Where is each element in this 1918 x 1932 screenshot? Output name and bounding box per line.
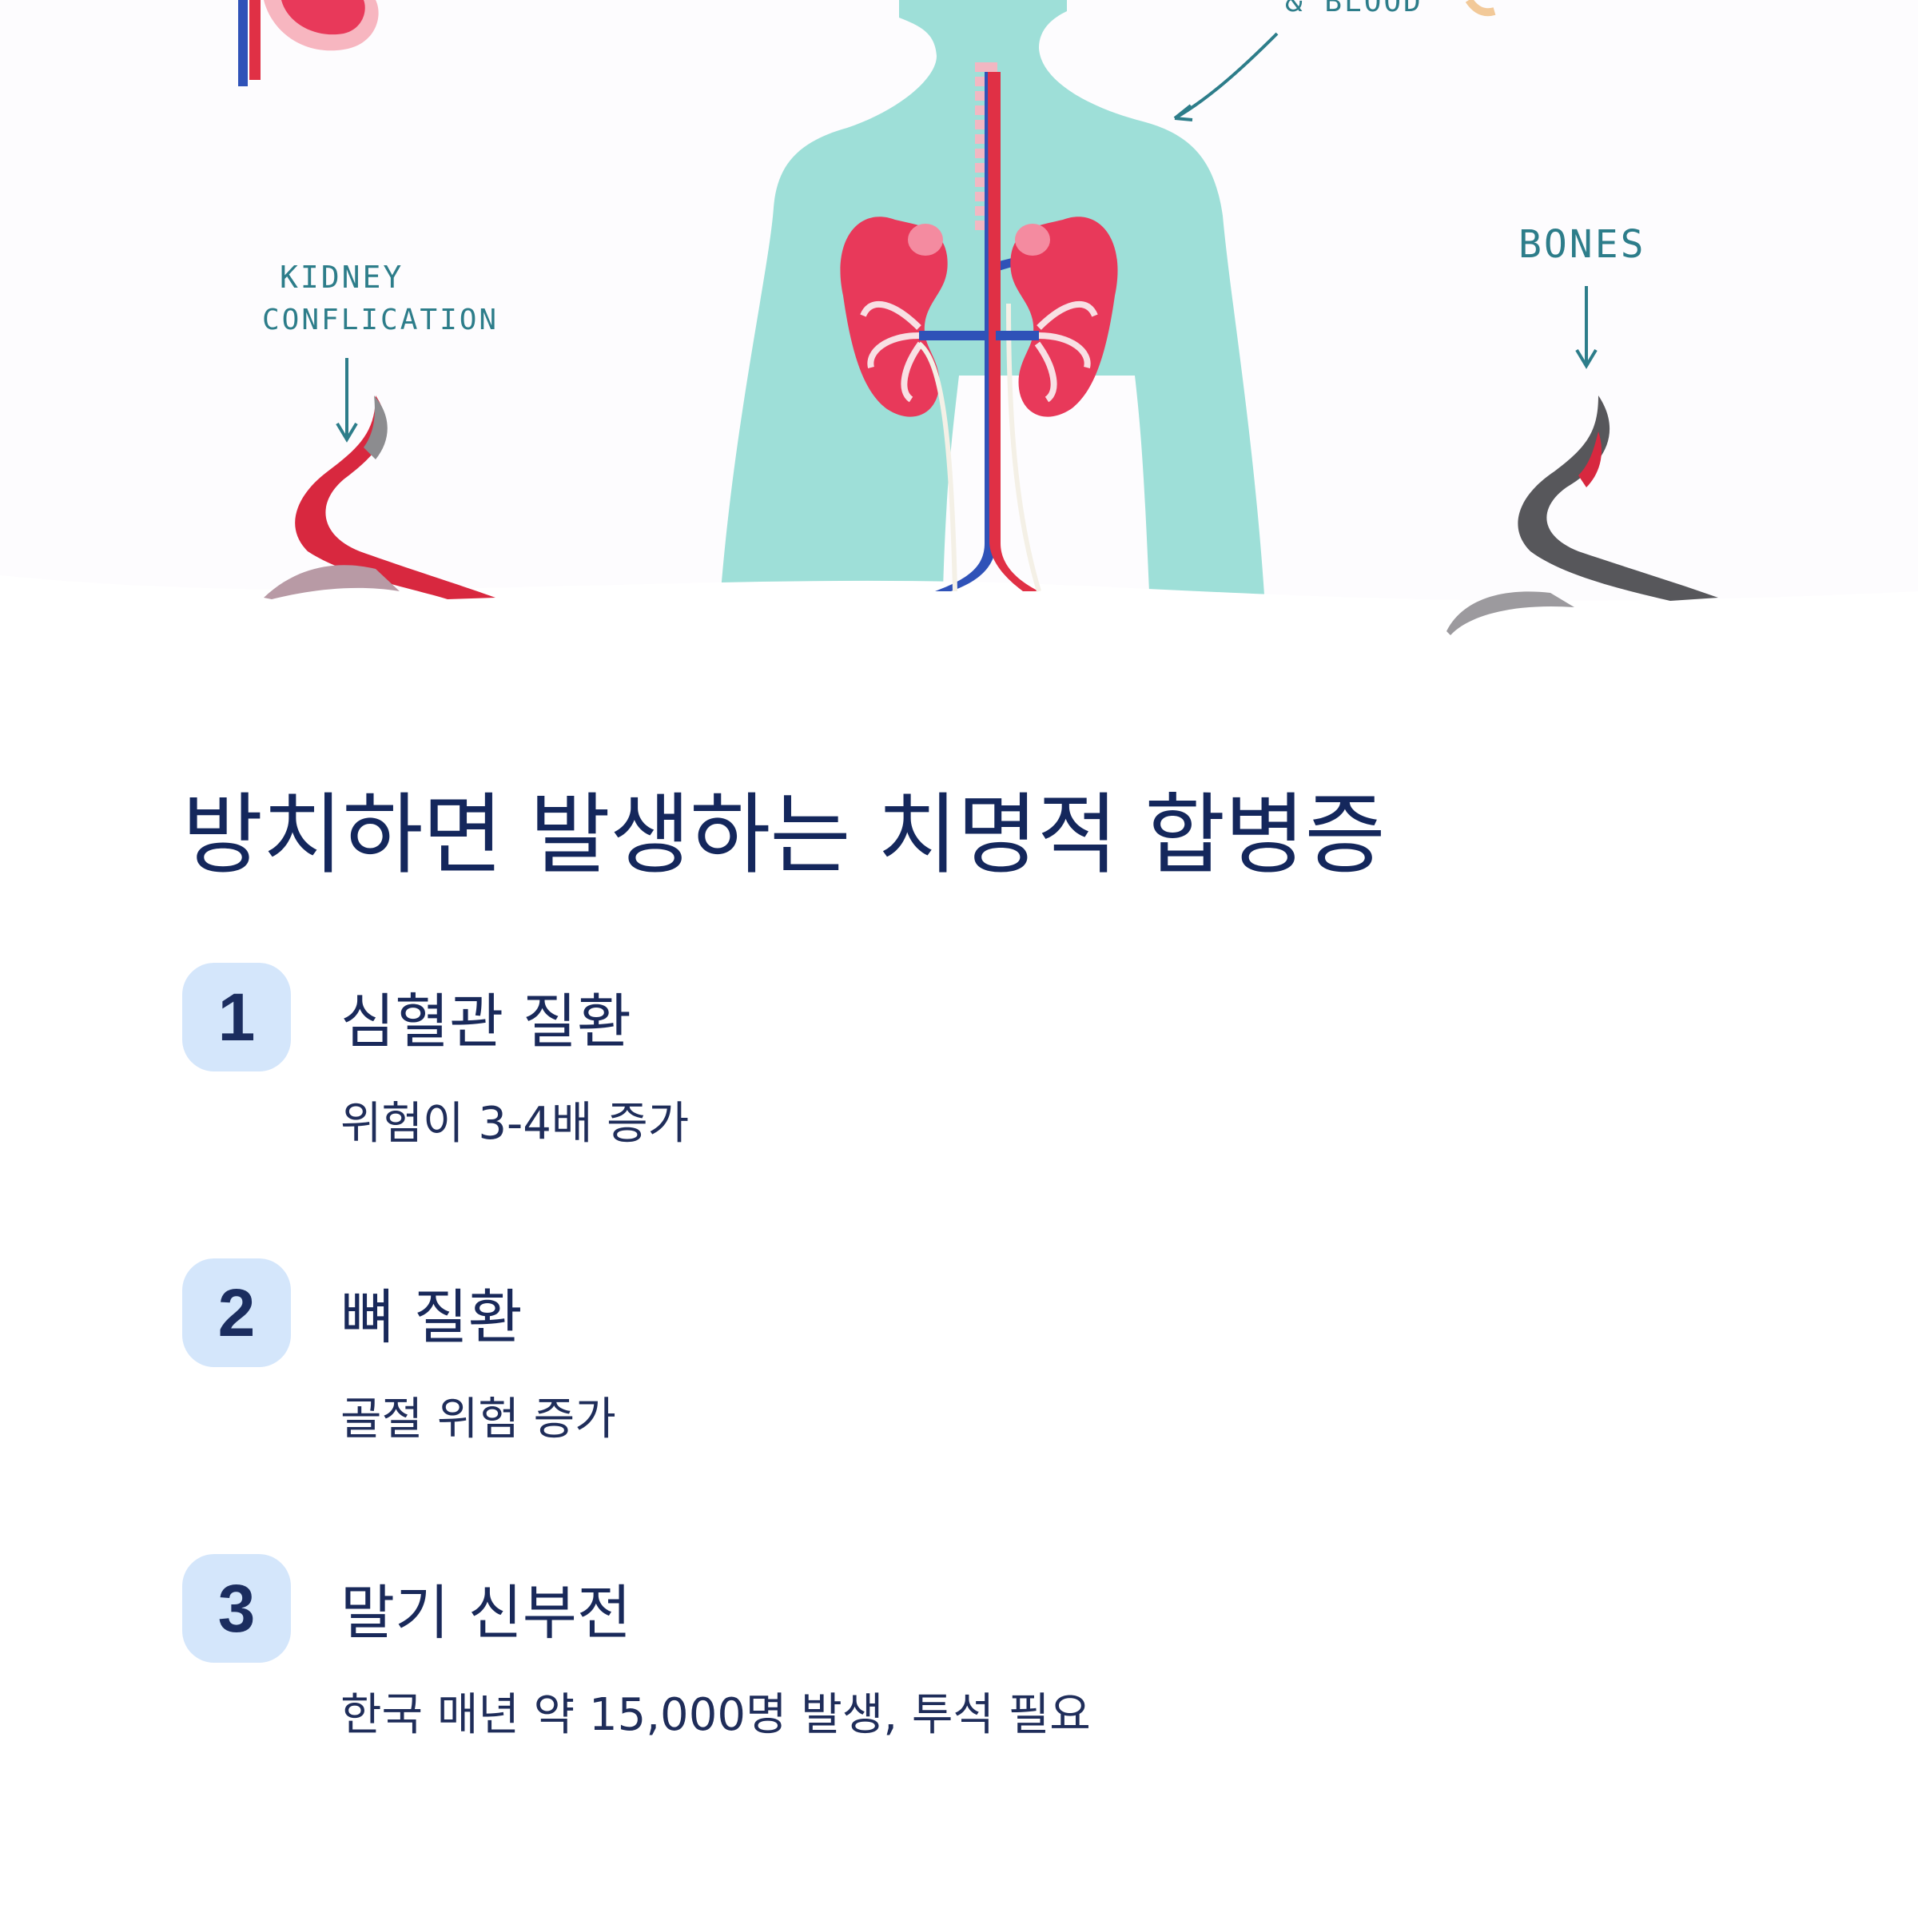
kidney-complications-illustration: & BLOOD KIDNEY CONFLICATION BONES bbox=[0, 0, 1918, 639]
number-badge: 2 bbox=[182, 1258, 291, 1367]
right-kidney bbox=[996, 217, 1118, 417]
spine-and-vessels bbox=[935, 62, 1043, 592]
kidney-vessel-curve bbox=[264, 396, 495, 599]
number-badge: 1 bbox=[182, 963, 291, 1071]
bone-curve bbox=[1446, 396, 1718, 635]
blood-label: & BLOOD bbox=[1285, 0, 1423, 18]
kidney-label-line1: KIDNEY bbox=[280, 260, 404, 295]
hero-illustration: & BLOOD KIDNEY CONFLICATION BONES bbox=[0, 0, 1918, 639]
left-kidney bbox=[840, 217, 985, 592]
page-title: 방치하면 발생하는 치명적 합병증 bbox=[182, 784, 1386, 886]
item-title: 심혈관 질환 bbox=[340, 988, 631, 1056]
number-badge: 3 bbox=[182, 1554, 291, 1663]
item-description: 한국 매년 약 15,000명 발생, 투석 필요 bbox=[340, 1689, 1091, 1741]
item-description: 위험이 3-4배 증가 bbox=[340, 1098, 690, 1150]
complication-item-2: 2 뼈 질환 골절 위험 증가 bbox=[182, 1258, 1781, 1466]
item-title: 말기 신부전 bbox=[340, 1579, 631, 1648]
annotation-arrows bbox=[336, 0, 1598, 443]
bones-label: BONES bbox=[1518, 222, 1646, 267]
item-title: 뼈 질환 bbox=[340, 1283, 523, 1352]
kidney-label-line2: CONFLICATION bbox=[262, 304, 499, 336]
item-description: 골절 위험 증가 bbox=[340, 1393, 616, 1445]
complication-item-3: 3 말기 신부전 한국 매년 약 15,000명 발생, 투석 필요 bbox=[182, 1554, 1781, 1762]
complication-item-1: 1 심혈관 질환 위험이 3-4배 증가 bbox=[182, 963, 1781, 1171]
heart-fragment bbox=[238, 0, 379, 86]
